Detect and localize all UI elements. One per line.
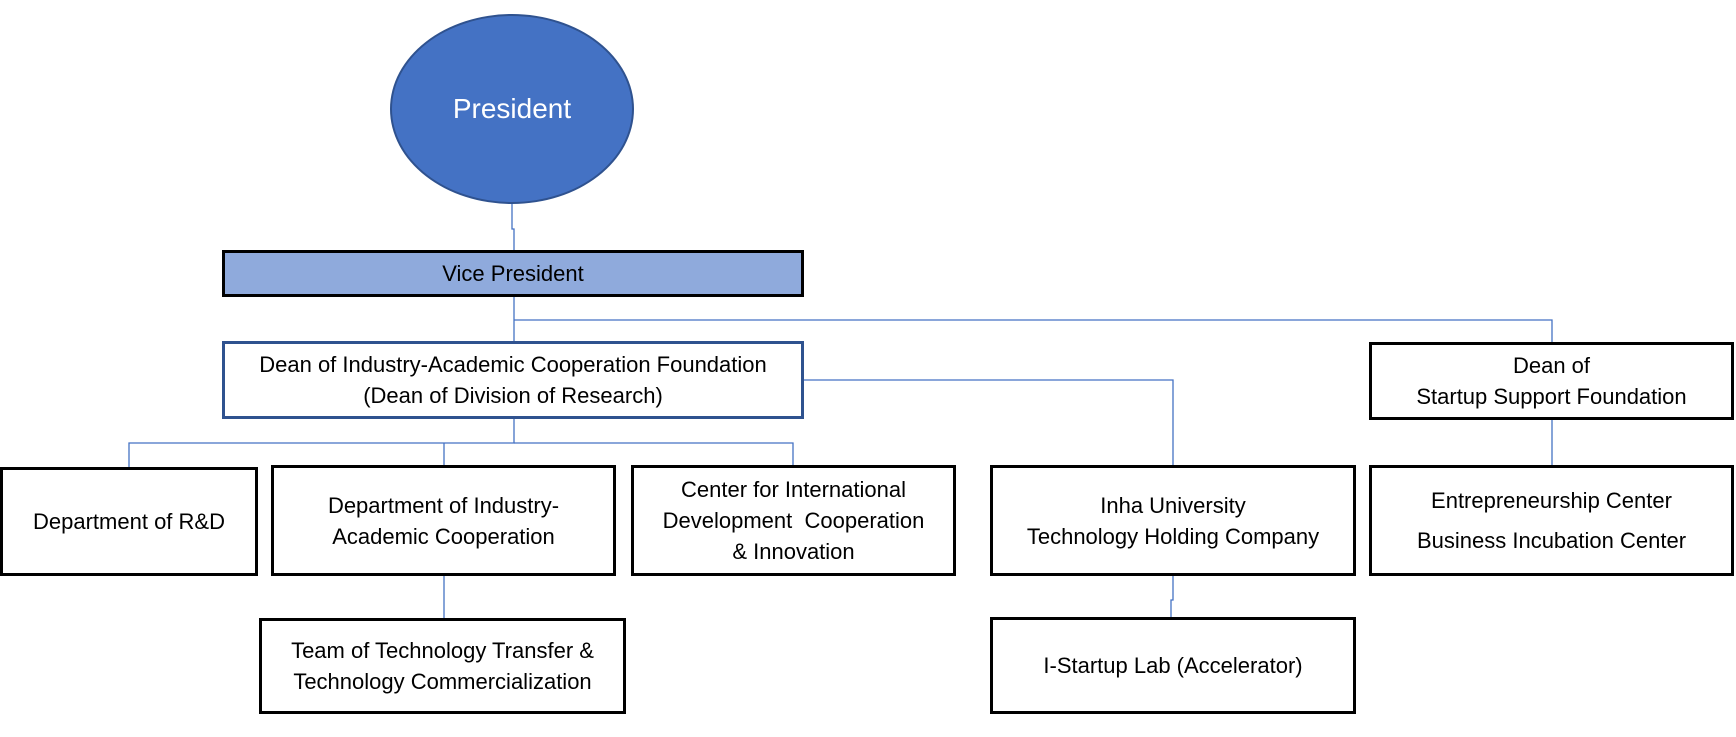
dept-rnd-label: Department of R&D: [33, 509, 225, 534]
dean-iacf-node: Dean of Industry-Academic Cooperation Fo…: [222, 341, 804, 419]
center-intl-line1: Center for International: [680, 477, 907, 502]
entrepreneurship-node: Entrepreneurship Center Business Incubat…: [1369, 465, 1734, 576]
connector-dean-rnd: [128, 418, 515, 468]
dean-startup-node: Dean of Startup Support Foundation: [1369, 342, 1734, 420]
center-intl-line3: & Innovation: [732, 539, 855, 564]
dean-iacf-line1: Dean of Industry-Academic Cooperation Fo…: [259, 352, 767, 377]
holding-line2: Technology Holding Company: [1026, 523, 1320, 549]
connector-vp-dean-startup: [514, 319, 1553, 343]
connector-dean-holding: [803, 379, 1174, 466]
connector-holding-istartup: [1170, 576, 1174, 618]
dept-iac-line1: Department of Industry-: [327, 492, 560, 518]
vice-president-node: Vice President: [222, 250, 804, 297]
center-intl-line2: Development Cooperation: [662, 508, 925, 533]
team-tt-node: Team of Technology Transfer & Technology…: [259, 618, 626, 714]
vice-president-label: Vice President: [442, 261, 584, 286]
istartup-label: I-Startup Lab (Accelerator): [1043, 653, 1303, 678]
dept-iac-line2: Academic Cooperation: [332, 523, 555, 549]
dean-iacf-line2: (Dean of Division of Research): [363, 383, 663, 408]
dean-startup-line2: Startup Support Foundation: [1416, 384, 1687, 409]
president-node: President: [390, 14, 634, 204]
dean-startup-line1: Dean of: [1512, 353, 1591, 378]
team-tt-line1: Team of Technology Transfer &: [291, 638, 594, 663]
team-tt-line2: Technology Commercialization: [293, 669, 592, 694]
connector-dean-center: [514, 442, 794, 466]
dept-iac-node: Department of Industry- Academic Coopera…: [271, 465, 616, 576]
holding-company-node: Inha University Technology Holding Compa…: [990, 465, 1356, 576]
connector-president-vp: [511, 204, 515, 251]
center-intl-node: Center for International Development Coo…: [631, 465, 956, 576]
holding-line1: Inha University: [1100, 492, 1246, 518]
dept-rnd-node: Department of R&D: [0, 467, 258, 576]
president-label: President: [452, 93, 572, 124]
entrepreneurship-line1: Entrepreneurship Center: [1431, 487, 1672, 513]
istartup-node: I-Startup Lab (Accelerator): [990, 617, 1356, 714]
entrepreneurship-line2: Business Incubation Center: [1416, 527, 1687, 553]
